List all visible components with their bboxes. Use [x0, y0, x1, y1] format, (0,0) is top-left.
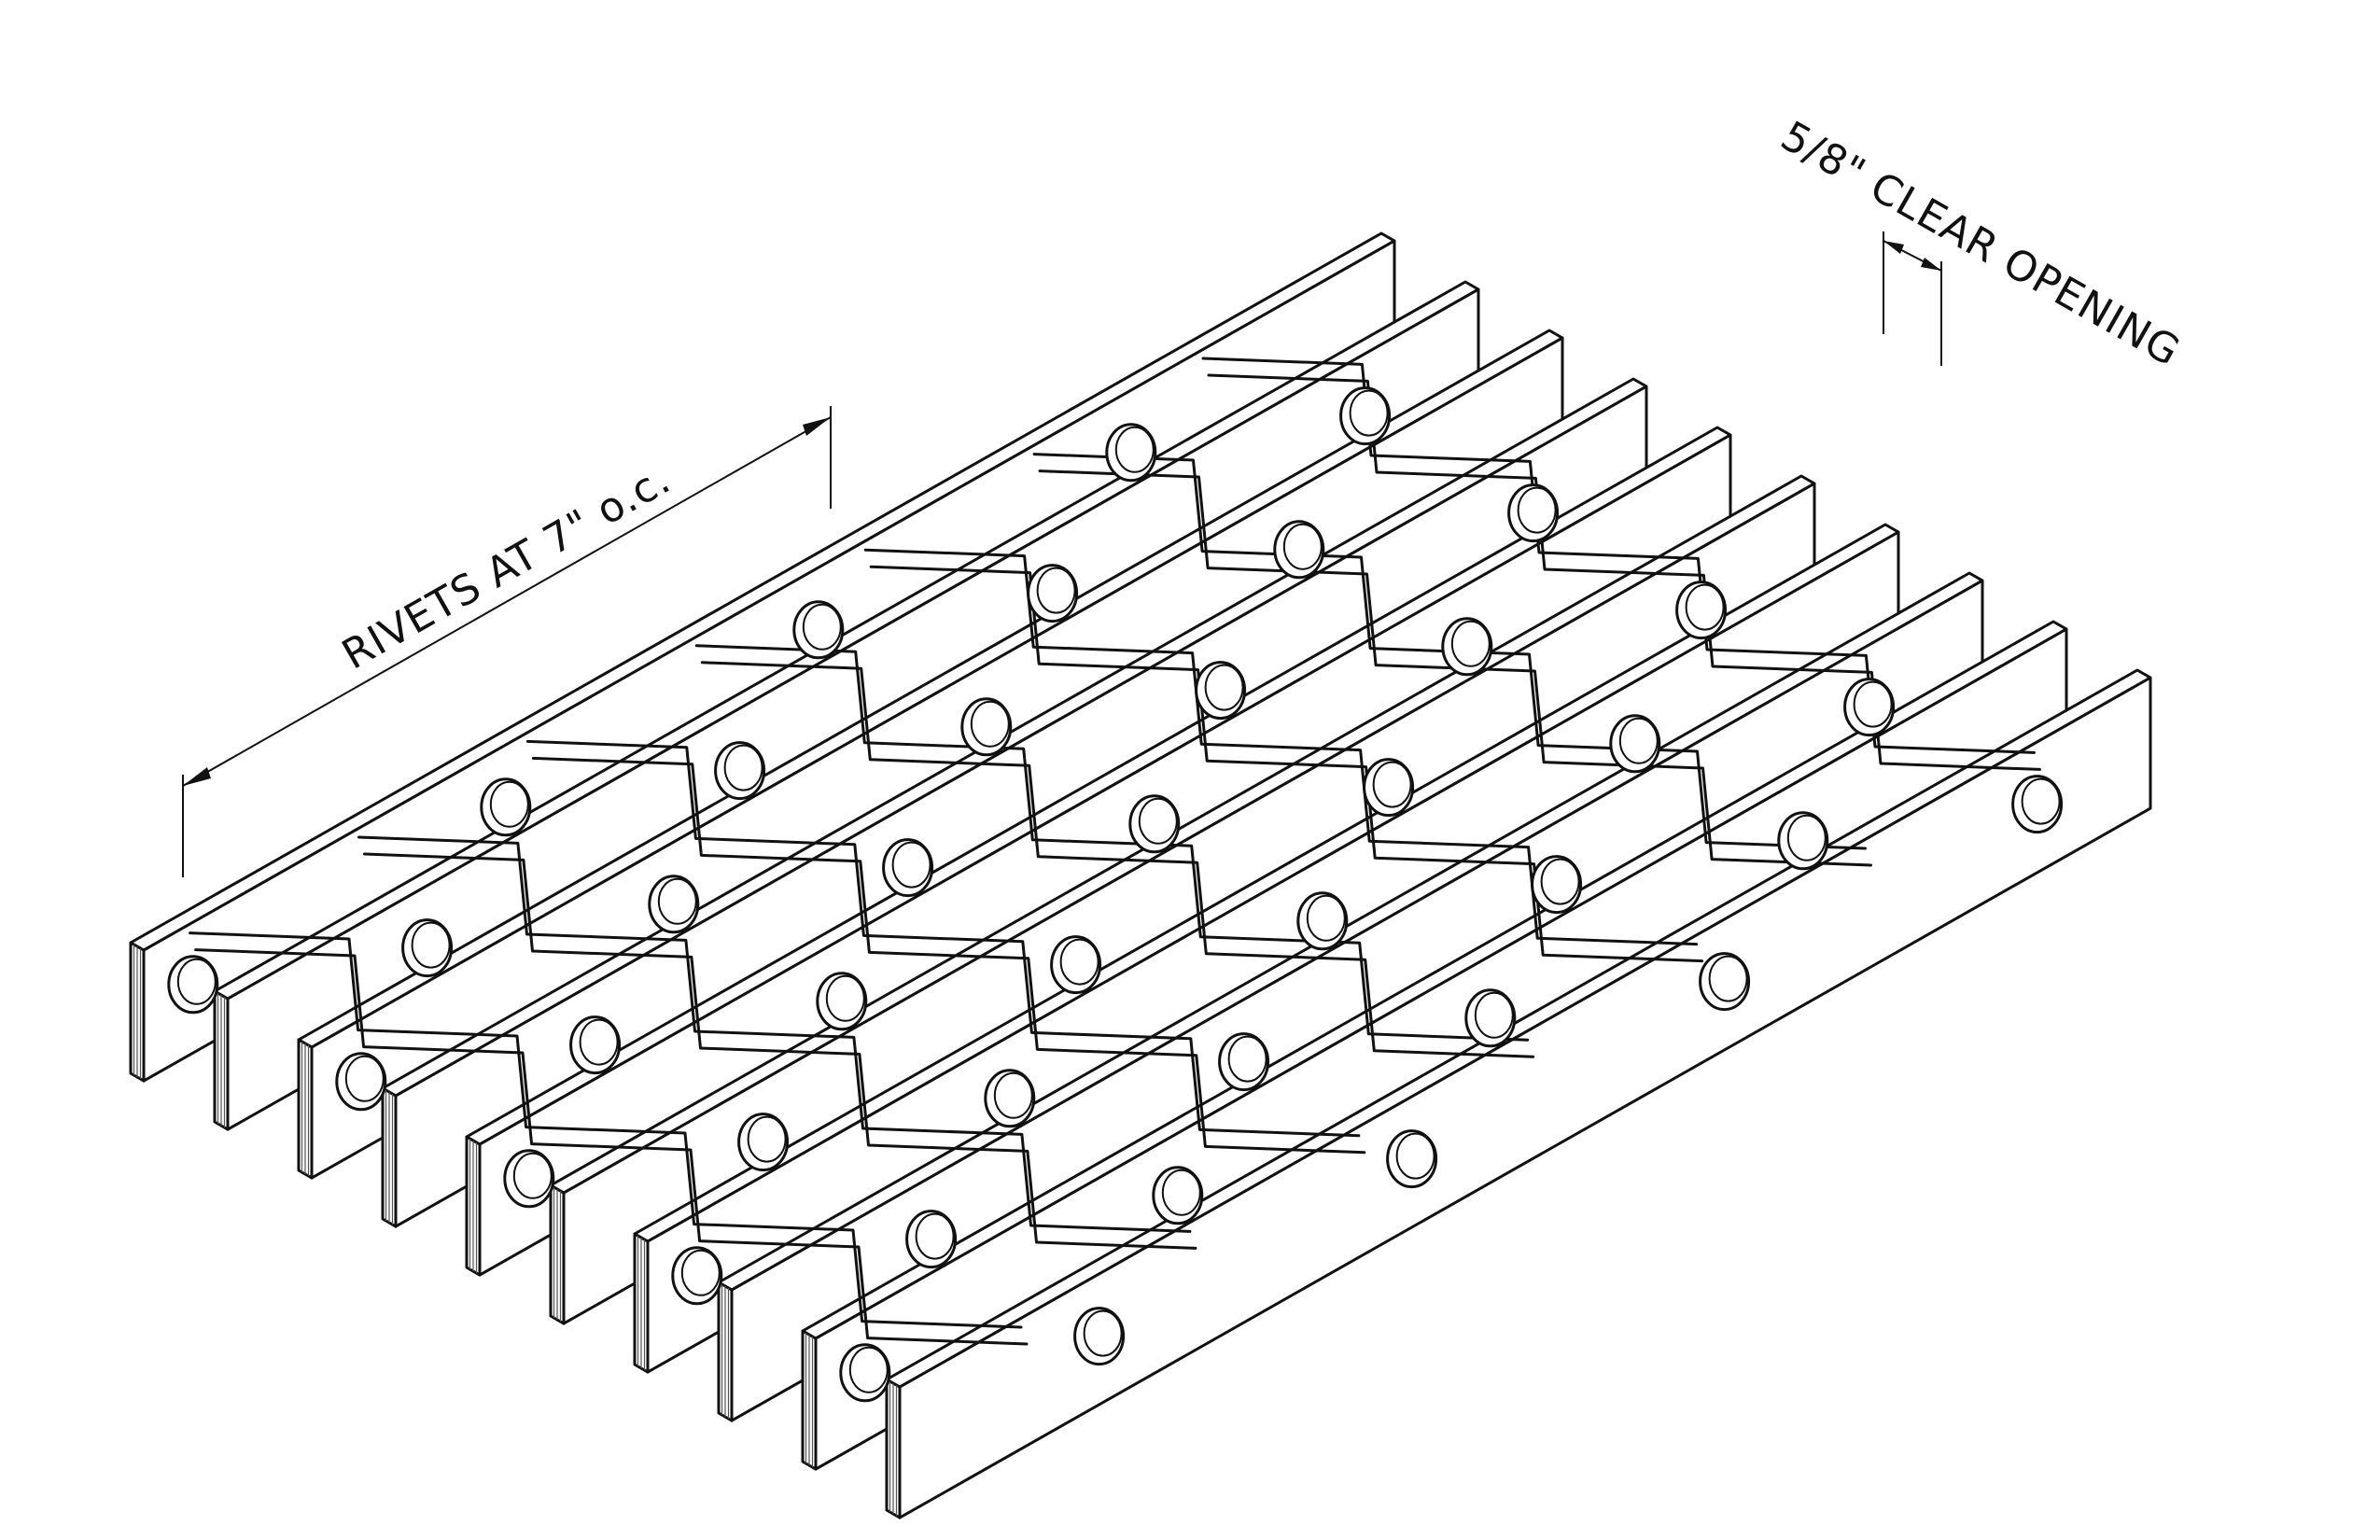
crimped-bar-line — [694, 644, 1530, 1042]
rivet-rim — [1372, 761, 1412, 808]
dimension-line — [182, 416, 832, 787]
opening-arrowhead-a — [1883, 241, 1904, 254]
bearing-bars — [129, 231, 2152, 1519]
crimped-bar-line — [525, 739, 1361, 1138]
rivet-rim — [747, 1115, 787, 1163]
rivet-rim — [680, 1249, 721, 1296]
rivet-rim — [1395, 1132, 1435, 1180]
rivet-rim — [489, 780, 529, 828]
crimped-bar-line — [363, 852, 1197, 1250]
rivet-rim — [1540, 858, 1580, 905]
arrowhead-right — [803, 417, 831, 436]
rivet-rim — [512, 1152, 553, 1199]
rivet-rim — [1474, 991, 1514, 1039]
rivet-rim — [1618, 717, 1659, 764]
rivet-rim — [176, 958, 217, 1005]
arrowhead-left — [183, 767, 211, 786]
rivet-rim — [1227, 1035, 1267, 1083]
crimped-bar-line — [357, 835, 1192, 1233]
rivet-rim — [1059, 938, 1099, 986]
rivet-rim — [1517, 486, 1557, 534]
opening-arrowhead-b — [1921, 258, 1941, 271]
rivet-rim — [1685, 583, 1725, 631]
rivet-rim — [1083, 1309, 1123, 1357]
rivet-rim — [344, 1055, 385, 1102]
rivet-rim — [1349, 389, 1389, 437]
rivets — [167, 386, 2064, 1403]
rivet-rim — [579, 1018, 619, 1066]
rivet-rim — [1114, 426, 1155, 473]
crimped-bar-line — [869, 565, 1704, 963]
rivet-spacing-label: RIVETS AT 7" o.c. — [334, 455, 679, 679]
rivet-rim — [970, 700, 1010, 748]
rivet-rim — [411, 921, 451, 969]
crimped-bar-line — [700, 661, 1535, 1058]
rivet-rim — [1708, 955, 1748, 1002]
rivet-rim — [915, 1212, 955, 1260]
rivet-rim — [1306, 894, 1346, 942]
crimped-bar-line — [531, 756, 1366, 1155]
clear-opening-label: 5/8" CLEAR OPENING — [1773, 112, 2189, 376]
rivet-rim — [1161, 1169, 1201, 1216]
bearing-bar — [885, 668, 2152, 1519]
rivet-rim — [1450, 620, 1491, 667]
rivet-rim — [1853, 680, 1893, 728]
rivet-rim — [1204, 664, 1244, 711]
rivet-rim — [2021, 777, 2061, 825]
rivet-rim — [848, 1346, 889, 1393]
rivet-rim — [1786, 814, 1827, 861]
rivet-rim — [657, 877, 697, 925]
rivet-rim — [993, 1071, 1033, 1119]
crimped-bar-line — [189, 931, 1023, 1329]
rivet-rim — [891, 841, 931, 889]
rivet-rim — [1282, 523, 1323, 570]
crimped-bar-line — [194, 948, 1029, 1346]
rivet-rim — [1036, 567, 1076, 614]
rivet-rim — [1138, 797, 1178, 845]
rivet-rim — [825, 974, 865, 1022]
rivet-rim — [723, 744, 763, 791]
clear-opening-dimension: 5/8" CLEAR OPENING — [1773, 112, 2189, 376]
rivet-rim — [802, 603, 842, 651]
